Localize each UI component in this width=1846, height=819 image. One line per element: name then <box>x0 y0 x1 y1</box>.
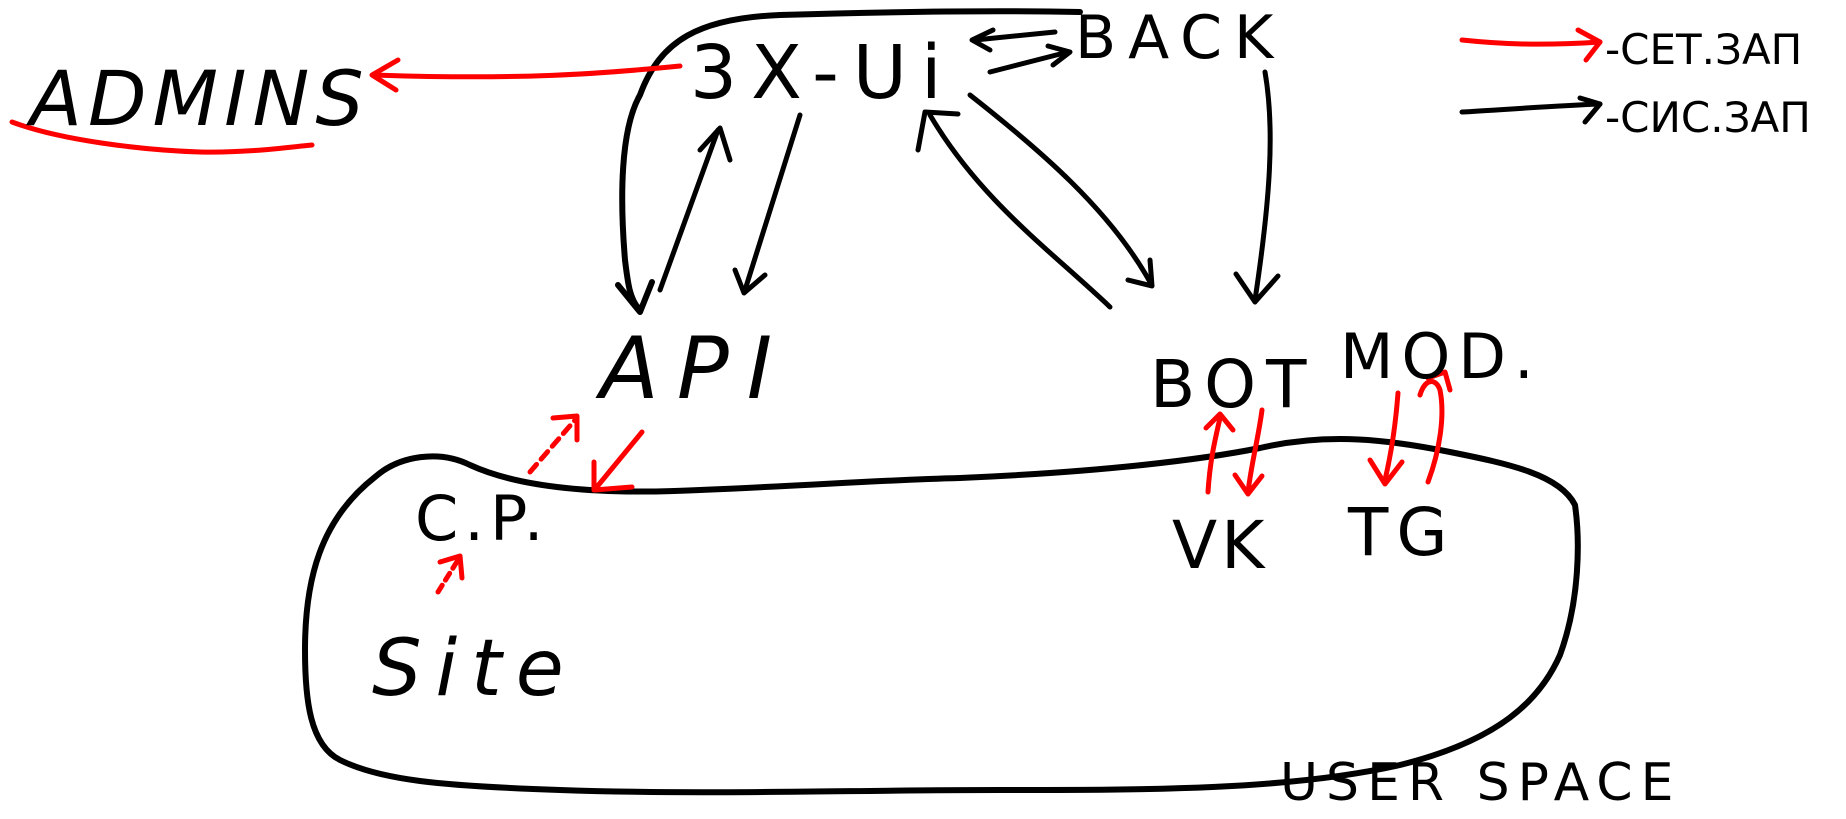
label-back: BACK <box>1075 3 1285 73</box>
arrow-bot-to-vk-head <box>1232 472 1265 497</box>
legend-network-arrow-head <box>1575 27 1603 63</box>
arrow-api-to-cp-head <box>591 459 635 493</box>
arrow-back-to-bot <box>1252 69 1273 303</box>
label-vk: VK <box>1172 507 1268 584</box>
arrow-cp-to-api-head <box>550 413 580 443</box>
legend-network-label: -СЕТ.ЗАП <box>1605 25 1802 74</box>
arrow-xui-to-bot <box>967 92 1153 285</box>
arrow-xui-to-back-head <box>1045 43 1073 68</box>
arrow-api-to-xui-head <box>697 125 733 163</box>
arrow-tg-to-mod <box>1417 379 1445 485</box>
arrow-cp-to-api <box>527 417 578 475</box>
arrow-api-to-xui <box>657 127 721 293</box>
arrow-xui-to-admins-head <box>369 57 401 93</box>
label-admins: ADMINS <box>25 54 370 143</box>
label-api: API <box>595 319 790 419</box>
arrow-bot-to-xui <box>927 112 1113 310</box>
arrow-xui-to-api-head <box>732 267 768 296</box>
arrow-site-to-cp <box>435 557 461 595</box>
arrow-api-to-cp <box>593 429 645 491</box>
xui-cloud-arrowhead <box>615 279 655 315</box>
arrow-bot-to-xui-head <box>915 109 961 153</box>
label-site: Site <box>372 624 578 714</box>
label-mod: MOD. <box>1340 320 1542 393</box>
arrow-xui-to-back <box>987 49 1071 75</box>
arrow-back-to-bot-head <box>1233 271 1281 305</box>
legend-system-arrow <box>1459 101 1603 115</box>
arrow-mod-to-tg-head <box>1367 457 1405 487</box>
label-cp: C.P. <box>415 482 549 555</box>
arrow-xui-to-admins <box>372 63 683 80</box>
label-bot: BOT <box>1150 346 1316 423</box>
arrow-xui-to-bot-head <box>1125 257 1155 289</box>
arrow-back-to-xui-head <box>969 27 996 53</box>
label-user-space: USER SPACE <box>1280 753 1681 813</box>
legend-system-arrow-head <box>1577 95 1603 125</box>
arrow-mod-to-tg <box>1382 390 1401 483</box>
xui-cloud-outline <box>619 8 1083 313</box>
arrow-bot-to-vk <box>1245 407 1265 495</box>
label-3x-ui: 3X-Ui <box>690 30 956 116</box>
user-space-region <box>302 436 1581 796</box>
arrow-back-to-xui <box>972 29 1058 43</box>
legend-system-label: -СИС.ЗАП <box>1605 93 1811 142</box>
arrow-site-to-cp-head <box>437 553 465 581</box>
arrow-vk-to-bot <box>1205 415 1223 495</box>
admins-underline <box>9 119 315 155</box>
arrow-xui-to-api <box>742 112 803 293</box>
arrow-vk-to-bot-head <box>1203 411 1236 433</box>
legend-network-arrow <box>1459 37 1603 47</box>
arrow-tg-to-mod-head <box>1425 369 1453 393</box>
label-tg: TG <box>1347 494 1455 571</box>
